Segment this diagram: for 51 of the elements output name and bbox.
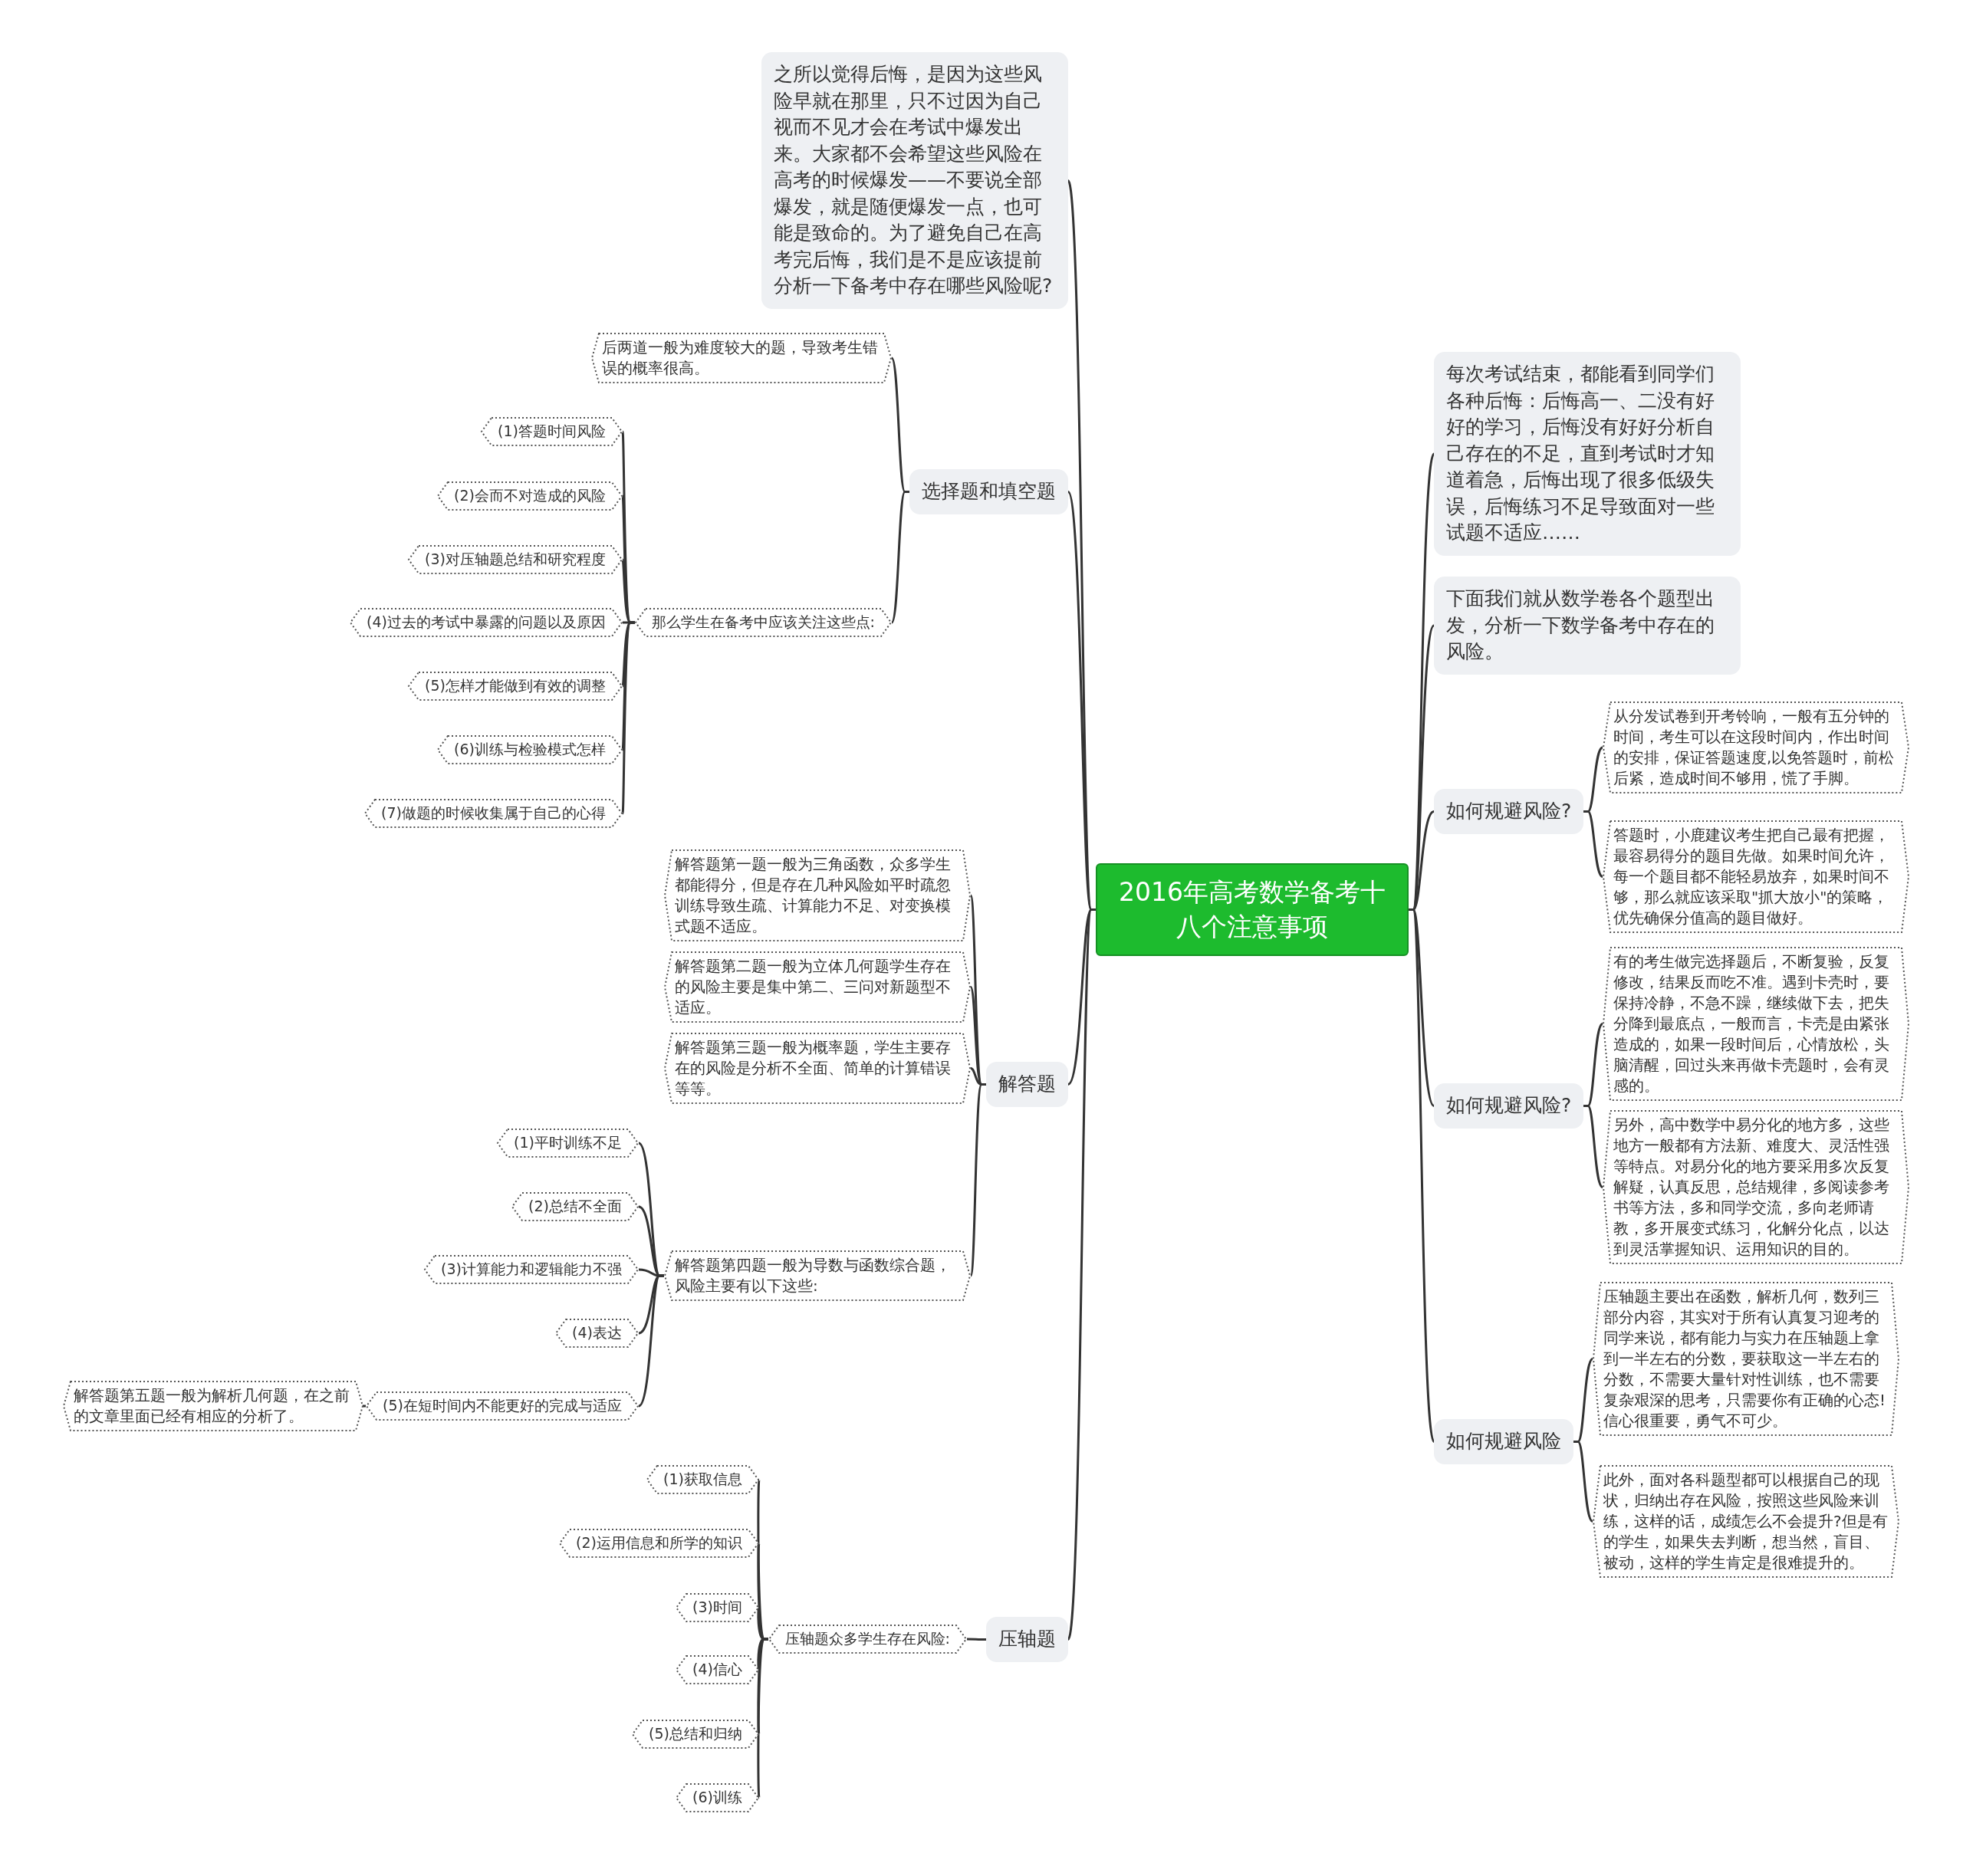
note-box: 从分发试卷到开考铃响，一般有五分钟的时间，考生可以在这段时间内，作出时间的安排，保证答题速度,以免答题时，前松后紧，造成时间不够用，慌了手脚。 (1603, 701, 1909, 793)
topic-box: 如何规避风险? (1434, 1083, 1584, 1129)
subtopic-box: (3)计算能力和逻辑能力不强 (424, 1255, 639, 1284)
subtopic-box: (6)训练与检验模式怎样 (437, 735, 623, 764)
subtopic-box: (5)怎样才能做到有效的调整 (408, 672, 623, 701)
topic-box: 解答题 (986, 1062, 1068, 1107)
topic-box: 选择题和填空题 (909, 469, 1068, 514)
subtopic-box: (2)运用信息和所学的知识 (559, 1529, 759, 1558)
topic-box: 如何规避风险 (1434, 1419, 1573, 1464)
note-box: 此外，面对各科题型都可以根据自己的现状，归纳出存在风险，按照这些风险来训练，这样的话，成绩怎么不会提升?但是有的学生，如果失去判断，想当然，盲目、被动，这样的学生肯定是很难提升的。 (1593, 1465, 1899, 1578)
note-box: 另外，高中数学中易分化的地方多，这些地方一般都有方法新、难度大、灵活性强等特点。对易分化的地方要采用多次反复解疑，认真反思，总结规律，多阅读参考书等方法，多和同学交流，多向老师请教，多开展变式练习，化解分化点，以达到灵活掌握知识、运用知识的目的。 (1603, 1110, 1909, 1264)
note-box: 有的考生做完选择题后，不断复验，反复修改，结果反而吃不准。遇到卡壳时，要保持冷静，不急不躁，继续做下去，把失分降到最底点，一般而言，卡壳是由紧张造成的，如果一段时间后，心情放松，头脑清醒，回过头来再做卡壳题时，会有灵感的。 (1603, 947, 1909, 1101)
subtopic-box: (1)平时训练不足 (497, 1129, 639, 1158)
subtopic-box: (4)信心 (676, 1655, 759, 1684)
subtopic-box: (7)做题的时候收集属于自己的心得 (364, 799, 623, 828)
connector-line (1583, 810, 1603, 878)
subtopic-box: 压轴题众多学生存在风险: (768, 1625, 967, 1654)
subtopic-box: (1)获取信息 (646, 1465, 759, 1494)
connector-line (621, 621, 635, 814)
connector-line (1583, 1105, 1603, 1188)
note-box: 压轴题主要出在函数，解析几何，数列三部分内容，其实对于所有认真复习迎考的同学来说，都有能力与实力在压轴题上拿到一半左右的分数，要获取这一半左右的分数，不需要大量针对性训练，也不需要复杂艰深的思考，只需要你有正确的心态!信心很重要，勇气不可少。 (1593, 1282, 1899, 1436)
connector-line (638, 1274, 664, 1408)
note-box: 答题时，小鹿建议考生把自己最有把握，最容易得分的题目先做。如果时间允许，每一个题目都不能轻易放弃，如果时间不够，那么就应该采取"抓大放小"的策略，优先确保分值高的题目做好。 (1603, 820, 1909, 933)
subtopic-box: (3)对压轴题总结和研究程度 (408, 545, 623, 574)
note-box: 解答题第二题一般为立体几何题学生存在的风险主要是集中第二、三问对新题型不适应。 (664, 951, 971, 1023)
subtopic-box: (5)在短时间内不能更好的完成与适应 (366, 1391, 639, 1421)
connector-line (757, 1638, 768, 1799)
connector-line (967, 1638, 986, 1641)
subtopic-box: (2)会而不对造成的风险 (437, 481, 623, 511)
topic-box: 压轴题 (986, 1617, 1068, 1662)
central-topic-box: 2016年高考数学备考十八个注意事项 (1096, 863, 1409, 957)
note-box: 解答题第三题一般为概率题，学生主要存在的风险是分析不全面、简单的计算错误等等。 (664, 1033, 971, 1104)
note-box: 后两道一般为难度较大的题，导致考生错误的概率很高。 (591, 333, 892, 383)
topic-box: 之所以觉得后悔，是因为这些风险早就在那里，只不过因为自己视而不见才会在考试中爆发出来。大家都不会希望这些风险在高考的时候爆发——不要说全部爆发，就是随便爆发一点，也可能是致命的。为了避免自己在高考完后悔，我们是不是应该提前分析一下备考中存在哪些风险呢? (761, 52, 1068, 309)
subtopic-box: (4)表达 (555, 1319, 639, 1348)
subtopic-box: 那么学生在备考中应该关注这些点: (634, 608, 892, 637)
topic-box: 如何规避风险? (1434, 789, 1584, 834)
note-box: 解答题第一题一般为三角函数，众多学生都能得分，但是存在几种风险如平时疏忽训练导致生疏、计算能力不足、对变换模式题不适应。 (664, 849, 971, 941)
subtopic-box: (4)过去的考试中暴露的问题以及原因 (350, 608, 623, 637)
topic-box: 每次考试结束，都能看到同学们各种后悔：后悔高一、二没有好好的学习，后悔没有好好分析自己存在的不足，直到考试时才知道着急，后悔出现了很多低级失误，后悔练习不足导致面对一些试题不适应…… (1434, 352, 1741, 556)
note-box: 解答题第五题一般为解析几何题，在之前的文章里面已经有相应的分析了。 (63, 1381, 363, 1431)
note-box: 解答题第四题一般为导数与函数综合题，风险主要有以下这些: (664, 1250, 971, 1301)
connector-line (1573, 1441, 1593, 1523)
subtopic-box: (6)训练 (676, 1783, 759, 1812)
subtopic-box: (2)总结不全面 (511, 1192, 639, 1221)
subtopic-box: (3)时间 (676, 1593, 759, 1622)
connector-line (890, 491, 909, 623)
topic-box: 下面我们就从数学卷各个题型出发，分析一下数学备考中存在的风险。 (1434, 577, 1741, 675)
connector-line (969, 1083, 986, 1276)
subtopic-box: (5)总结和归纳 (632, 1720, 759, 1749)
subtopic-box: (1)答题时间风险 (481, 417, 623, 446)
